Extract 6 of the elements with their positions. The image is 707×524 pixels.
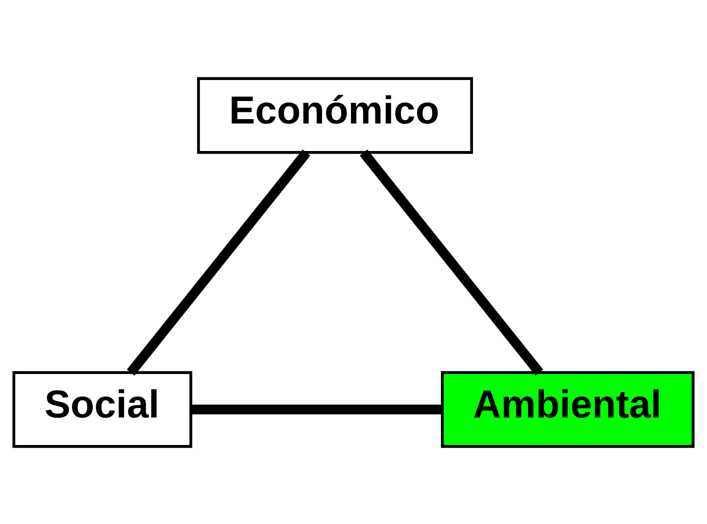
node-box: Ambiental xyxy=(440,370,695,448)
connector xyxy=(126,149,310,376)
connector xyxy=(190,404,442,414)
connector xyxy=(360,149,544,376)
node-box: Económico xyxy=(197,76,473,154)
node-box: Social xyxy=(12,370,192,448)
